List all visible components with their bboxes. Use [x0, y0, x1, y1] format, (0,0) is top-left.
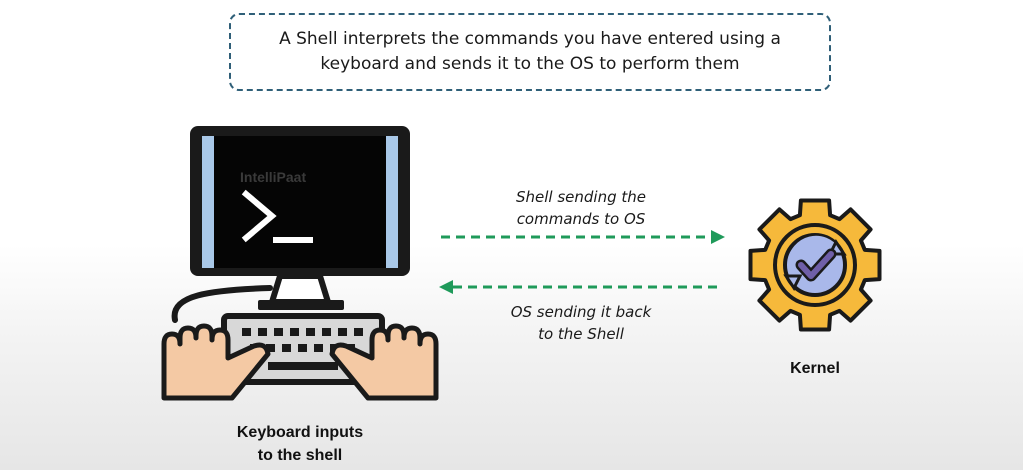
terminal-screen [214, 136, 386, 268]
arrow-to-os [441, 230, 725, 244]
gear-check-icon [748, 198, 882, 332]
arrow-left-head-icon [439, 280, 453, 294]
arrow-to-os-label: Shell sending the commands to OS [471, 186, 691, 230]
description-callout: A Shell interprets the commands you have… [229, 13, 831, 91]
computer-keyboard-illustration: IntelliPaat [161, 126, 439, 401]
computer-caption-line-1: Keyboard inputs [236, 424, 364, 441]
kernel-caption: Kernel [790, 360, 840, 377]
computer-caption: Keyboard inputs to the shell [210, 421, 390, 467]
terminal-prompt-icon [241, 189, 313, 243]
arrow-to-shell-line-2: to the Shell [538, 325, 624, 343]
callout-line-2: keyboard and sends it to the OS to perfo… [320, 54, 740, 74]
right-hand [329, 323, 439, 401]
arrow-right-head-icon [711, 230, 725, 244]
screen-watermark: IntelliPaat [240, 169, 306, 185]
callout-line-1: A Shell interprets the commands you have… [279, 29, 781, 49]
computer-caption-line-2: to the shell [257, 447, 343, 464]
arrow-to-os-line-1: Shell sending the [515, 188, 646, 206]
arrow-to-shell-line-1: OS sending it back [510, 303, 652, 321]
monitor-stand [269, 273, 331, 305]
arrows-layer [439, 230, 725, 294]
arrow-to-os-line-2: commands to OS [516, 210, 646, 228]
arrow-to-shell-label: OS sending it back to the Shell [471, 301, 691, 345]
arrow-to-shell [439, 280, 723, 294]
left-hand [161, 323, 271, 401]
